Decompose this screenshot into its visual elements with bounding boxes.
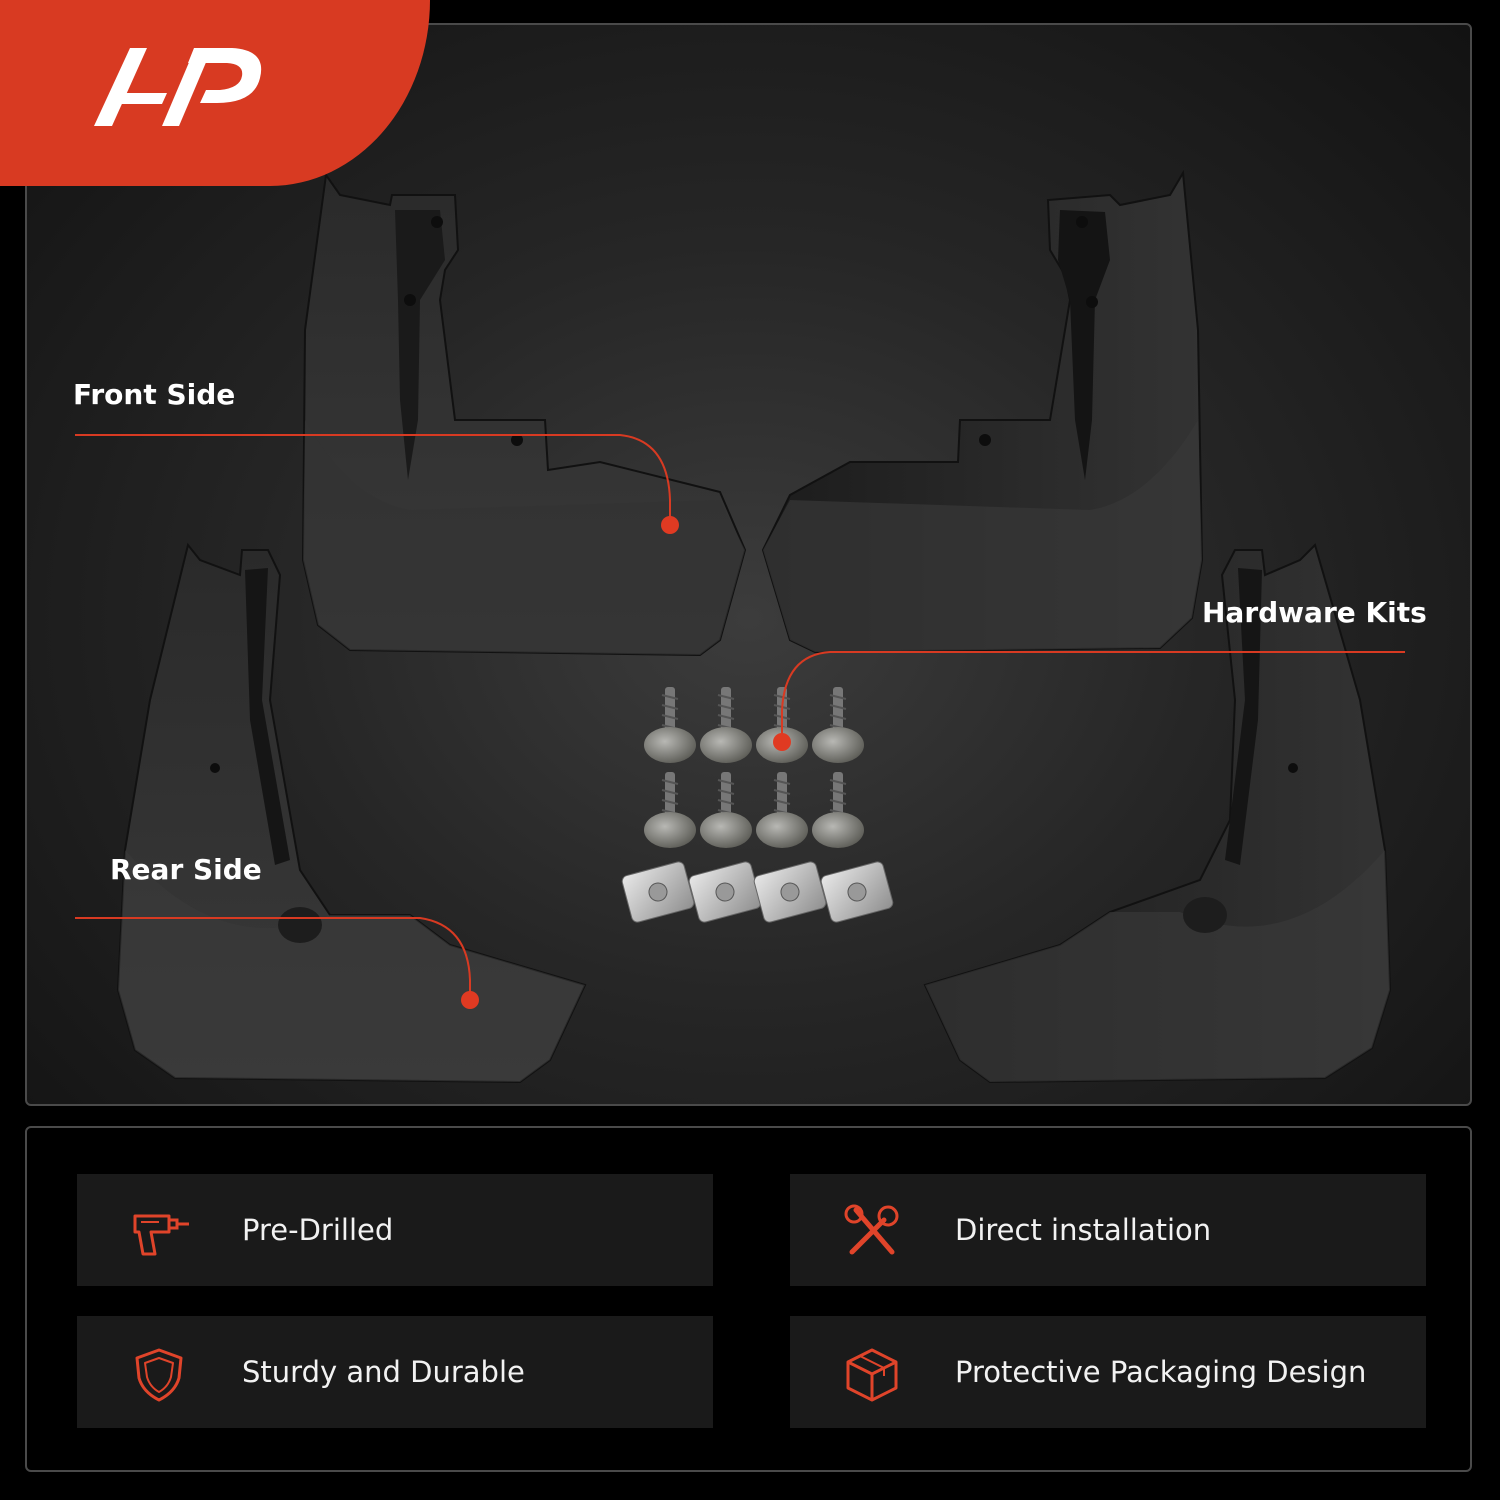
feature-label: Pre-Drilled — [242, 1213, 394, 1247]
mud-flaps-product-image — [75, 169, 1405, 1084]
package-box-icon — [846, 1348, 898, 1402]
front-side-callout-line — [75, 434, 679, 534]
hardware-clips — [621, 861, 894, 923]
feature-card-sturdy-durable: Sturdy and Durable — [77, 1316, 713, 1428]
rear-left-mud-flap — [116, 542, 587, 1084]
features-panel: Pre-Drilled Direct installation Sturdy a… — [25, 1126, 1472, 1472]
drill-icon — [133, 1214, 189, 1256]
brand-corner-badge — [0, 0, 430, 186]
rear-right-mud-flap — [923, 543, 1392, 1084]
front-right-mud-flap — [761, 169, 1204, 654]
feature-label: Sturdy and Durable — [242, 1355, 525, 1389]
rear-side-callout-line — [75, 917, 479, 1009]
hardware-kits-callout-line — [773, 651, 1405, 751]
brand-logo — [94, 48, 262, 126]
feature-card-protective-packaging: Protective Packaging Design — [790, 1316, 1426, 1428]
feature-label: Direct installation — [955, 1213, 1212, 1247]
front-left-mud-flap — [301, 172, 747, 657]
shield-icon — [135, 1348, 183, 1402]
front-side-label: Front Side — [73, 378, 236, 411]
rear-side-label: Rear Side — [110, 853, 262, 886]
feature-card-pre-drilled: Pre-Drilled — [77, 1174, 713, 1286]
feature-card-direct-installation: Direct installation — [790, 1174, 1426, 1286]
hardware-kits-label: Hardware Kits — [1202, 596, 1427, 629]
feature-label: Protective Packaging Design — [955, 1355, 1367, 1389]
tools-icon — [844, 1204, 899, 1255]
hardware-screws — [644, 687, 864, 848]
